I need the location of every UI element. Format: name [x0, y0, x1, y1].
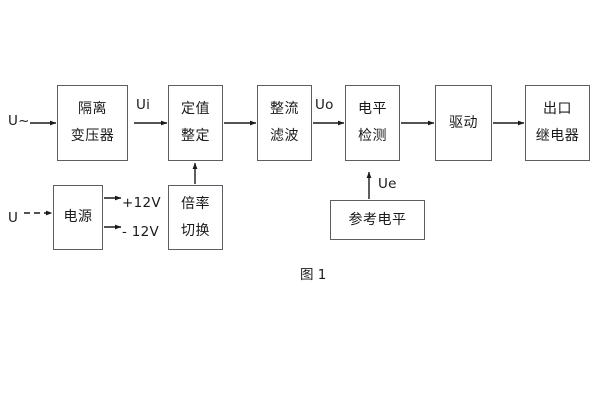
block-label-line: 驱动 [449, 114, 478, 131]
uo-label: Uo [315, 97, 334, 113]
input-ac-label: U~ [8, 113, 30, 129]
block-label-line: 整流 [270, 101, 299, 118]
block-label-line: 参考电平 [348, 211, 407, 228]
block-isolation-transformer: 隔离变压器 [57, 85, 128, 161]
figure-caption: 图 1 [300, 267, 327, 283]
block-label-line: 继电器 [535, 128, 580, 144]
block-multiplier-switch: 倍率切换 [168, 185, 223, 250]
plus-12v-label: +12V [122, 195, 161, 211]
block-output-relay: 出口继电器 [525, 85, 590, 161]
block-label-line: 电平 [358, 101, 387, 118]
block-label-line: 电源 [63, 209, 93, 226]
block-power-supply: 电源 [53, 185, 103, 250]
block-rectify-filter: 整流滤波 [257, 85, 312, 161]
block-reference-level: 参考电平 [330, 200, 425, 240]
block-label-line: 隔离 [78, 101, 107, 118]
block-label-line: 滤波 [270, 128, 299, 144]
ue-label: Ue [378, 176, 397, 192]
block-drive: 驱动 [435, 85, 492, 161]
block-label-line: 倍率 [181, 195, 210, 212]
block-label-line: 整定 [181, 128, 210, 144]
ui-label: Ui [136, 97, 151, 113]
block-label-line: 检测 [358, 128, 387, 144]
block-label-line: 切换 [181, 222, 210, 239]
block-label-line: 出口 [543, 101, 572, 118]
block-label-line: 定值 [181, 101, 210, 118]
block-label-line: 变压器 [70, 128, 115, 144]
input-dc-label: U [8, 210, 19, 226]
block-level-detection: 电平检测 [345, 85, 400, 161]
minus-12v-label: - 12V [122, 224, 160, 240]
block-setting-value: 定值整定 [168, 85, 223, 161]
